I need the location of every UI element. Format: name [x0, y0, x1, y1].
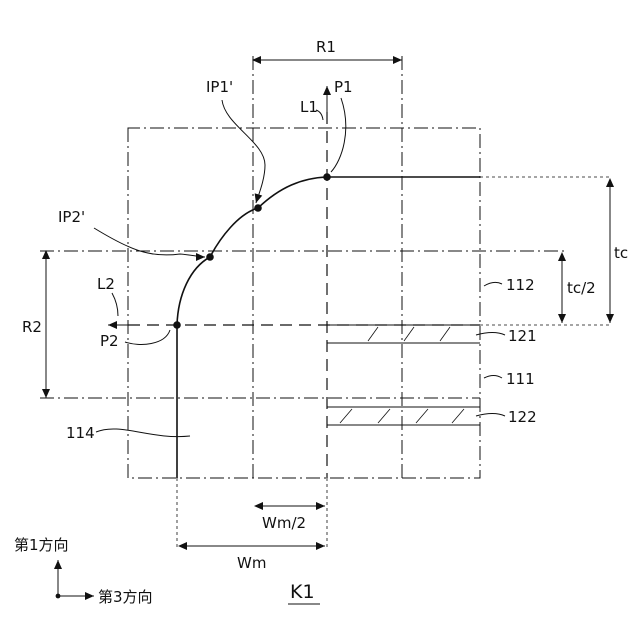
direction-indicator	[56, 560, 94, 598]
ip2-leader	[94, 228, 205, 257]
ref-121-label: 121	[508, 327, 537, 345]
ref-122-label: 122	[508, 408, 537, 426]
r1-label: R1	[316, 38, 336, 56]
point-p1	[323, 173, 331, 181]
ref-111-label: 111	[506, 370, 535, 388]
tc-half-label: tc/2	[567, 279, 596, 297]
tc-label: tc	[614, 244, 628, 262]
p1-label: P1	[334, 78, 353, 96]
ref-114-label: 114	[66, 424, 95, 442]
ref-114-leader	[96, 429, 190, 437]
point-p2	[173, 321, 181, 329]
ip1-label: IP1'	[206, 78, 233, 96]
ref-112-leader	[484, 282, 502, 286]
first-direction-label: 第1方向	[14, 536, 69, 554]
wm-half-label: Wm/2	[262, 514, 306, 532]
layer-121	[327, 325, 480, 343]
wm-label: Wm	[237, 554, 266, 572]
l1-label: L1	[300, 98, 318, 116]
r2-label: R2	[22, 318, 42, 336]
p2-leader	[125, 330, 170, 344]
ip1-leader	[222, 100, 265, 203]
point-ip2	[206, 253, 214, 261]
l2-label: L2	[97, 275, 115, 293]
third-direction-label: 第3方向	[98, 588, 153, 606]
p1-leader	[331, 98, 346, 172]
ip2-label: IP2'	[58, 208, 85, 226]
p2-label: P2	[100, 332, 119, 350]
ref-111-leader	[484, 376, 502, 379]
ref-122-leader	[476, 414, 505, 417]
ref-112-label: 112	[506, 276, 535, 294]
figure-title: K1	[290, 581, 315, 603]
profile-curve	[177, 177, 480, 478]
point-ip1	[254, 204, 262, 212]
l2-leader	[112, 293, 118, 316]
layer-122	[327, 407, 480, 425]
